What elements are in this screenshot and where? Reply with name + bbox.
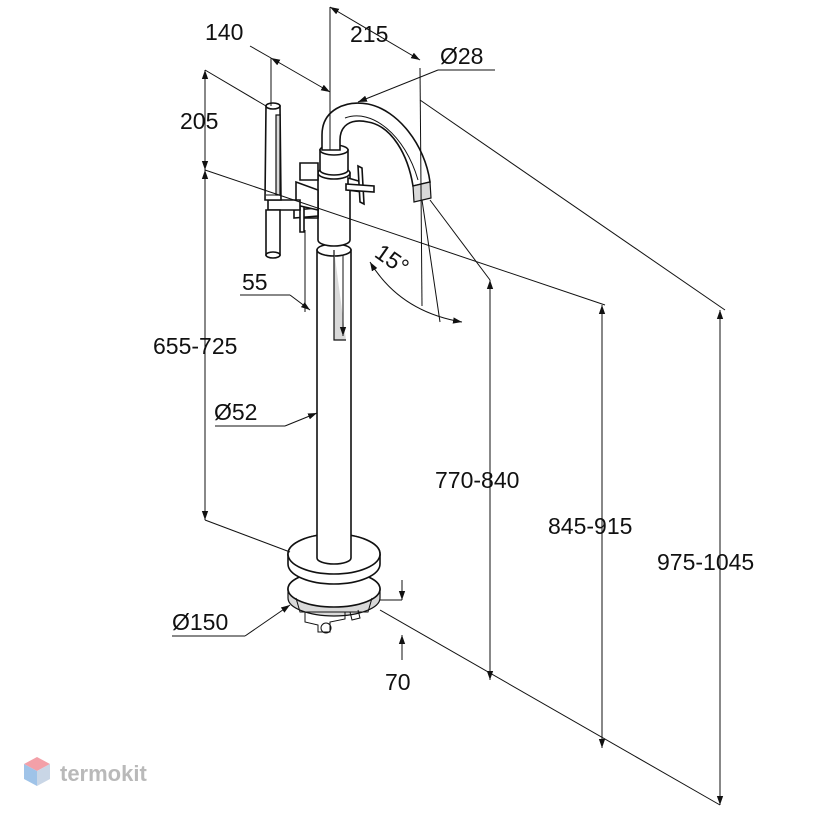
mixer-body bbox=[267, 144, 375, 247]
dim-70: 70 bbox=[385, 669, 411, 695]
dim-205: 205 bbox=[180, 108, 218, 134]
spout bbox=[321, 102, 432, 203]
dim-55: 55 bbox=[242, 269, 268, 295]
main-column bbox=[316, 243, 352, 565]
dim-140: 140 bbox=[205, 19, 243, 45]
dim-975-1045: 975-1045 bbox=[657, 549, 754, 575]
dimension-labels: 140 215 Ø28 205 15° 55 655-725 Ø52 770-8… bbox=[153, 19, 754, 695]
faucet-body bbox=[264, 102, 432, 634]
hand-shower bbox=[264, 102, 282, 259]
termokit-watermark: termokit bbox=[24, 757, 147, 786]
dim-spout-diameter: Ø28 bbox=[440, 43, 483, 69]
dim-base-diameter: Ø150 bbox=[172, 609, 228, 635]
dim-655-725: 655-725 bbox=[153, 333, 237, 359]
dim-770-840: 770-840 bbox=[435, 467, 519, 493]
dim-15-degree: 15° bbox=[370, 239, 413, 280]
dim-845-915: 845-915 bbox=[548, 513, 632, 539]
termokit-logo-icon bbox=[24, 757, 50, 786]
dim-215: 215 bbox=[350, 21, 388, 47]
dimension-lines bbox=[172, 6, 726, 806]
termokit-brand-text: termokit bbox=[60, 761, 147, 786]
dim-column-diameter: Ø52 bbox=[214, 399, 257, 425]
